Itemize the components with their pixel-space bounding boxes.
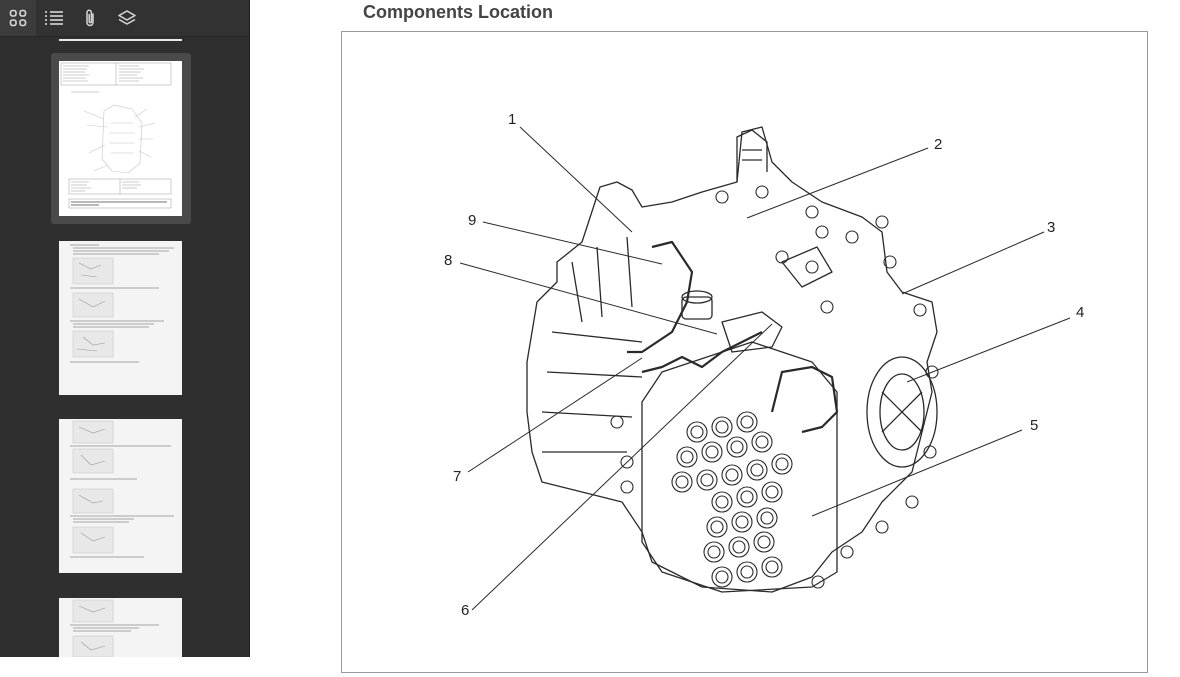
previous-page-thumbnail-edge[interactable] — [59, 36, 182, 41]
page-thumbnail[interactable] — [59, 241, 182, 395]
callout-4: 4 — [1076, 304, 1084, 321]
callout-2: 2 — [934, 136, 942, 153]
callout-3: 3 — [1047, 219, 1055, 236]
components-figure: 1 2 3 4 5 6 7 8 9 — [341, 31, 1148, 673]
layers-tab-button[interactable] — [109, 0, 145, 36]
list-icon — [44, 9, 64, 27]
transmission-illustration: 1 2 3 4 5 6 7 8 9 — [444, 111, 1084, 619]
callout-1: 1 — [508, 111, 516, 128]
section-title: Components Location — [363, 2, 553, 22]
document-viewer: Components Location — [250, 0, 1180, 673]
sidebar — [0, 0, 250, 657]
callout-6: 6 — [461, 602, 469, 619]
thumbnails-tab-button[interactable] — [0, 0, 36, 36]
callout-9: 9 — [468, 212, 476, 229]
callout-5: 5 — [1030, 417, 1038, 434]
attachments-tab-button[interactable] — [72, 0, 108, 36]
grid-icon — [9, 9, 27, 27]
callout-7: 7 — [453, 468, 461, 485]
layers-icon — [117, 9, 137, 27]
outline-tab-button[interactable] — [36, 0, 72, 36]
callout-8: 8 — [444, 252, 452, 269]
paperclip-icon — [82, 8, 98, 28]
page-thumbnail[interactable] — [59, 419, 182, 573]
page-thumbnail[interactable] — [59, 61, 182, 216]
sidebar-toolbar — [0, 0, 249, 37]
page-thumbnail[interactable] — [59, 598, 182, 657]
